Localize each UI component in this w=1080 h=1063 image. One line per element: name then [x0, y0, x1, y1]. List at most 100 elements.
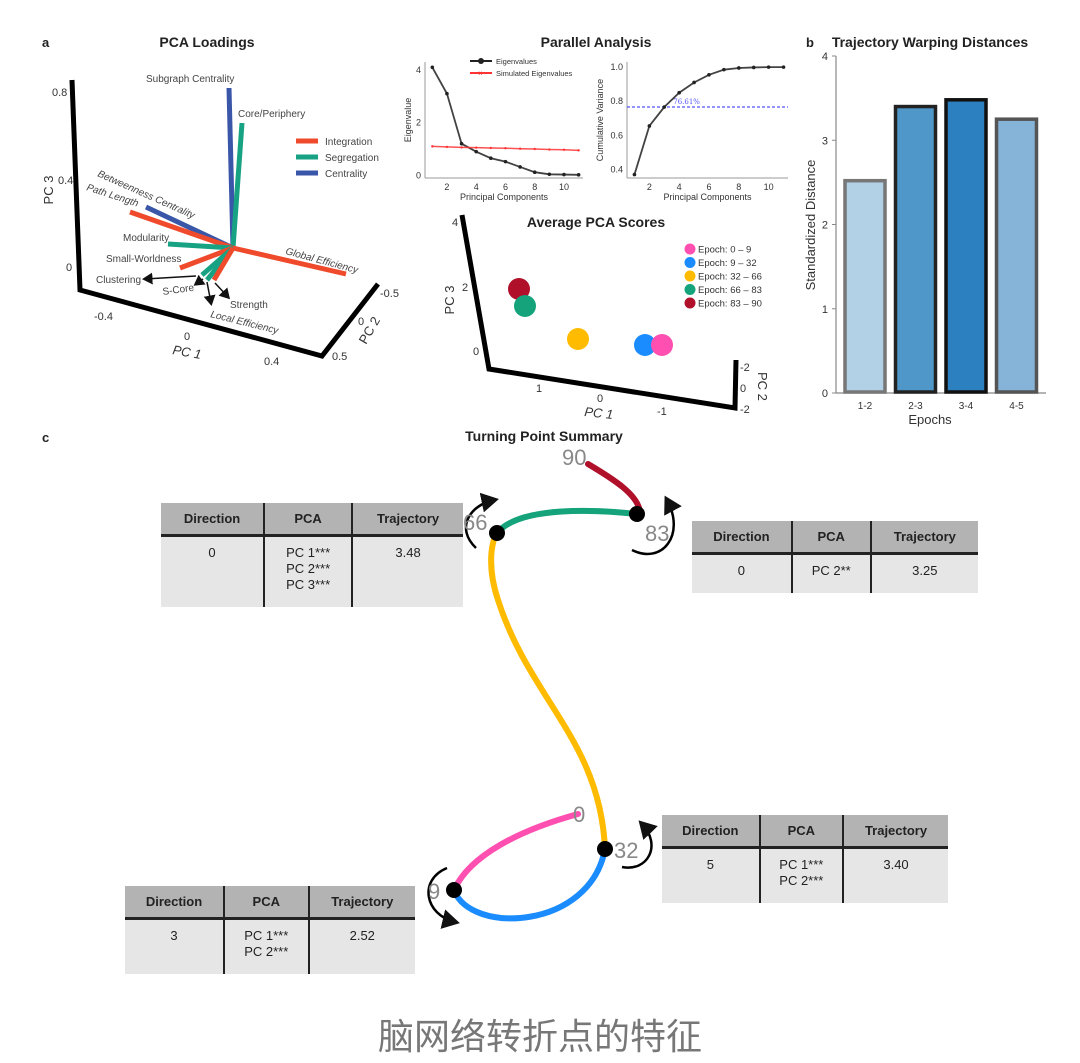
- loading-label: Subgraph Centrality: [146, 74, 234, 85]
- x-tick-label: 10: [559, 182, 569, 192]
- legend-label: Epoch: 0 – 9: [698, 245, 751, 256]
- col-header: Direction: [692, 521, 792, 555]
- epoch-label: 9: [428, 879, 440, 904]
- epoch-label: 66: [463, 510, 487, 535]
- data-point: [562, 148, 566, 151]
- col-header: Trajectory: [869, 521, 978, 555]
- pca-cell: PC 1***PC 2***: [758, 847, 844, 903]
- pca-value: PC 3***: [286, 577, 331, 592]
- rotation-arrow-icon: [464, 492, 499, 549]
- data-point: [489, 146, 493, 150]
- x-tick: 1: [536, 383, 542, 395]
- data-point: [576, 173, 581, 177]
- y-tick-label: 3: [822, 135, 828, 147]
- data-point: [533, 147, 536, 151]
- z-axis-label: PC 3: [41, 176, 56, 205]
- col-header: PCA: [263, 503, 353, 537]
- epoch-label: 32: [614, 838, 638, 863]
- pca-cell: PC 1***PC 2***PC 3***: [263, 535, 353, 607]
- epoch-label: 0: [573, 802, 585, 827]
- trajectory-cell: 3.40: [842, 847, 948, 903]
- rotation-arrow-icon: [621, 820, 658, 869]
- data-point: [647, 124, 652, 128]
- segment-epoch-83-90: [585, 461, 643, 515]
- pca-loadings-title: PCA Loadings: [159, 34, 254, 50]
- local-efficiency-arrow: [203, 281, 216, 306]
- avg-pca-axes: [459, 214, 739, 411]
- y-axis-label: Cumulative Variance: [595, 79, 605, 161]
- col-header: Direction: [662, 815, 760, 849]
- segment-epoch-0-9: [451, 811, 581, 893]
- x-tick-label: 1-2: [858, 401, 873, 412]
- pca-value: PC 2***: [286, 561, 331, 576]
- data-point: [430, 65, 435, 70]
- legend-marker: [684, 243, 696, 255]
- pca-value: PC 2***: [244, 944, 289, 959]
- y-tick-label: 0.6: [610, 130, 623, 140]
- y-tick: 0: [358, 316, 364, 328]
- figure-caption: 脑网络转折点的特征: [377, 1017, 702, 1058]
- legend-marker: [684, 270, 696, 282]
- pca-value: PC 1***: [286, 545, 331, 560]
- score-point: [508, 278, 530, 300]
- pca-cell: PC 1***PC 2***: [222, 918, 309, 974]
- turning-point-83: [629, 506, 645, 522]
- x-tick-label: 2: [444, 182, 449, 192]
- direction-cell: 0: [692, 553, 792, 593]
- data-point: [722, 67, 726, 72]
- turning-point-title: Turning Point Summary: [465, 428, 623, 444]
- legend-label: Segregation: [325, 153, 379, 164]
- warping-title: Trajectory Warping Distances: [832, 34, 1029, 50]
- series-line: [633, 66, 784, 175]
- table-row: 0 PC 1***PC 2***PC 3*** 3.48: [161, 535, 463, 607]
- x-tick-label: 8: [736, 182, 741, 192]
- rotation-arrow-icon: [427, 866, 460, 929]
- table-row: 5 PC 1***PC 2*** 3.40: [662, 847, 948, 903]
- series-line: [431, 66, 579, 176]
- data-point: [547, 172, 552, 177]
- trajectory-cell: 2.52: [307, 918, 415, 974]
- loading-vector-modularity: [167, 241, 234, 251]
- panel-letter-a: a: [42, 35, 50, 50]
- data-point: [431, 145, 434, 148]
- segment-epoch-9-32: [451, 846, 608, 922]
- y-tick-label: 1: [822, 304, 828, 316]
- pca-loadings-chart: PCA Loadings 0.8 0.4 0 PC 3 -0.4 0 0.4 P…: [41, 34, 399, 368]
- warping-x-label: Epochs: [908, 412, 952, 427]
- y-tick-label: 2: [416, 118, 421, 128]
- legend-label: Eigenvalues: [496, 57, 537, 66]
- warping-y-label: Standardized Distance: [803, 160, 818, 291]
- x-tick-label: 4: [677, 182, 682, 192]
- direction-cell: 5: [662, 847, 760, 903]
- z-tick: 0: [473, 346, 479, 358]
- loading-label: Clustering: [96, 275, 141, 286]
- turning-point-66: [489, 525, 505, 541]
- trajectory-cell: 3.25: [869, 553, 978, 593]
- turning-point-9: [446, 882, 462, 898]
- x-tick: 0: [597, 393, 603, 405]
- parallel-analysis-title: Parallel Analysis: [541, 34, 652, 50]
- legend-marker: [684, 297, 696, 309]
- panel-letter-c: c: [42, 430, 49, 445]
- direction-cell: 3: [125, 918, 224, 974]
- x-tick: 0.4: [264, 356, 279, 368]
- legend-marker: [684, 284, 696, 295]
- y-tick-label: 1.0: [610, 62, 623, 72]
- loading-vector-core-periphery: [230, 122, 245, 249]
- data-point: [475, 146, 478, 149]
- z-tick: 2: [462, 282, 468, 294]
- pca-value: PC 2**: [811, 563, 851, 578]
- data-point: [504, 147, 507, 150]
- segment-epoch-66-83: [494, 507, 640, 536]
- y-tick: 0.5: [332, 351, 347, 363]
- trajectory-curve: 0 9 32 66 83 90: [427, 445, 682, 929]
- data-point: [445, 91, 449, 96]
- bar: [944, 98, 988, 394]
